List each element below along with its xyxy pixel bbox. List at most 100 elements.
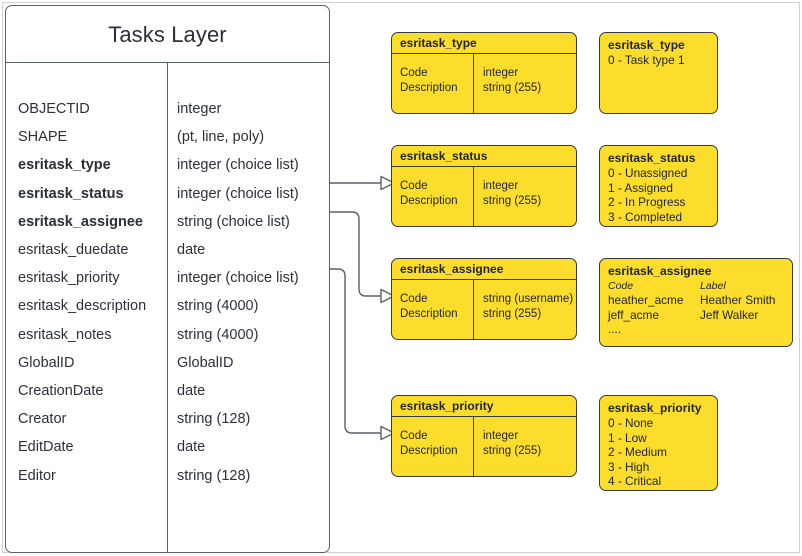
value-code: jeff_acme — [608, 307, 659, 322]
table-row: EditDate date — [6, 433, 329, 461]
domain-table-body: Code Description integer string (255) — [392, 54, 576, 113]
page-title: Tasks Layer — [6, 6, 329, 63]
table-row: esritask_assignee string (choice list) — [6, 208, 329, 236]
field-name-editdate: EditDate — [18, 439, 74, 456]
field-type-esritask-status: integer (choice list) — [177, 185, 299, 202]
field-type-shape: (pt, line, poly) — [177, 129, 265, 146]
table-row: esritask_duedate date — [6, 236, 329, 264]
table-row: Editor string (128) — [6, 461, 329, 489]
domain-type-description: string (255) — [483, 194, 542, 207]
value-list-esritask-type: esritask_type 0 - Task type 1 — [599, 32, 718, 114]
field-name-esritask-duedate: esritask_duedate — [18, 242, 129, 259]
table-row: CreationDate date — [6, 377, 329, 405]
value-list-item: 3 - High — [608, 459, 650, 474]
value-list-esritask-assignee: esritask_assignee Code Label heather_acm… — [599, 258, 793, 347]
field-type-esritask-type: integer (choice list) — [177, 157, 299, 174]
domain-table-body: Code Description integer string (255) — [392, 417, 576, 476]
domain-type-description: string (255) — [483, 444, 542, 457]
field-type-editdate: date — [177, 439, 206, 456]
value-list-item: 4 - Critical — [608, 474, 662, 489]
column-divider — [167, 63, 169, 552]
value-list-item: 1 - Assigned — [608, 180, 673, 195]
domain-table-esritask-status: esritask_status Code Description integer… — [391, 145, 577, 227]
domain-table-esritask-assignee: esritask_assignee Code Description strin… — [391, 258, 577, 340]
table-row: esritask_status integer (choice list) — [6, 180, 329, 208]
value-list-item: 3 - Completed — [608, 209, 683, 224]
field-type-objectid: integer — [177, 101, 222, 118]
field-name-creationdate: CreationDate — [18, 382, 104, 399]
table-row: GlobalID GlobalID — [6, 349, 329, 377]
field-type-esritask-priority: integer (choice list) — [177, 270, 299, 287]
field-name-esritask-type: esritask_type — [18, 157, 111, 174]
domain-type-code: integer — [483, 180, 519, 192]
value-list-title: esritask_type — [608, 38, 685, 52]
domain-column-types: integer string (255) — [474, 417, 541, 476]
field-name-esritask-priority: esritask_priority — [18, 270, 120, 287]
domain-column-names: Code Description — [392, 280, 474, 339]
field-type-creationdate: date — [177, 382, 206, 399]
field-type-esritask-notes: string (4000) — [177, 326, 259, 343]
domain-table-header: esritask_type — [392, 33, 576, 54]
tasks-layer-entity-table: Tasks Layer OBJECTID integer SHAPE (pt, … — [5, 5, 330, 553]
domain-column-types: integer string (255) — [474, 54, 541, 113]
field-type-esritask-assignee: string (choice list) — [177, 213, 290, 230]
domain-type-description: string (255) — [483, 307, 542, 320]
value-code: heather_acme — [608, 293, 684, 307]
value-list-item: 0 - Task type 1 — [608, 53, 685, 67]
field-name-globalid: GlobalID — [18, 354, 75, 371]
domain-field-code: Code — [400, 430, 428, 442]
field-name-esritask-description: esritask_description — [18, 298, 147, 315]
value-list-subheader-row: Code Label — [608, 279, 784, 293]
value-list-title: esritask_assignee — [608, 264, 712, 278]
field-type-esritask-description: string (4000) — [177, 298, 259, 315]
field-type-creator: string (128) — [177, 411, 251, 428]
field-list: OBJECTID integer SHAPE (pt, line, poly) … — [6, 95, 329, 490]
field-name-esritask-assignee: esritask_assignee — [18, 213, 143, 230]
domain-type-code: integer — [483, 430, 519, 442]
domain-column-types: string (username) string (255) — [474, 280, 573, 339]
domain-table-header: esritask_status — [392, 146, 576, 167]
list-item: heather_acme Heather Smith — [608, 293, 784, 308]
domain-table-header: esritask_assignee — [392, 259, 576, 280]
field-name-editor: Editor — [18, 467, 56, 484]
domain-field-code: Code — [400, 180, 428, 192]
domain-column-types: integer string (255) — [474, 167, 541, 226]
value-list-title: esritask_priority — [608, 401, 702, 415]
field-type-editor: string (128) — [177, 467, 251, 484]
value-list-item: 2 - In Progress — [608, 195, 686, 210]
value-list-item: 0 - None — [608, 416, 654, 430]
field-name-shape: SHAPE — [18, 129, 68, 146]
field-name-esritask-status: esritask_status — [18, 185, 124, 202]
table-row: Creator string (128) — [6, 405, 329, 433]
domain-type-code: string (username) — [483, 293, 574, 305]
value-list-item: 0 - Unassigned — [608, 166, 688, 180]
entity-body: OBJECTID integer SHAPE (pt, line, poly) … — [6, 63, 329, 552]
value-list-esritask-status: esritask_status 0 - Unassigned 1 - Assig… — [599, 145, 718, 227]
domain-table-body: Code Description string (username) strin… — [392, 280, 576, 339]
value-label: Jeff Walker — [700, 307, 759, 322]
value-list-column-header-label: Label — [700, 280, 726, 292]
domain-field-code: Code — [400, 293, 428, 305]
domain-table-esritask-type: esritask_type Code Description integer s… — [391, 32, 577, 114]
domain-field-description: Description — [400, 307, 458, 320]
domain-type-description: string (255) — [483, 81, 542, 94]
domain-type-code: integer — [483, 67, 519, 79]
field-type-globalid: GlobalID — [177, 354, 234, 371]
domain-column-names: Code Description — [392, 417, 474, 476]
value-list-item: 2 - Medium — [608, 445, 668, 460]
table-row: OBJECTID integer — [6, 95, 329, 123]
field-name-esritask-notes: esritask_notes — [18, 326, 112, 343]
domain-column-names: Code Description — [392, 54, 474, 113]
table-row: esritask_priority integer (choice list) — [6, 264, 329, 292]
domain-field-code: Code — [400, 67, 428, 79]
table-row: esritask_notes string (4000) — [6, 321, 329, 349]
field-name-objectid: OBJECTID — [18, 101, 90, 118]
value-list-column-header-code: Code — [608, 280, 634, 292]
value-list-item: 1 - Low — [608, 430, 647, 445]
field-name-creator: Creator — [18, 411, 67, 428]
domain-table-header: esritask_priority — [392, 396, 576, 417]
value-list-esritask-priority: esritask_priority 0 - None 1 - Low 2 - M… — [599, 395, 718, 491]
table-row: esritask_type integer (choice list) — [6, 151, 329, 179]
table-row: SHAPE (pt, line, poly) — [6, 123, 329, 151]
